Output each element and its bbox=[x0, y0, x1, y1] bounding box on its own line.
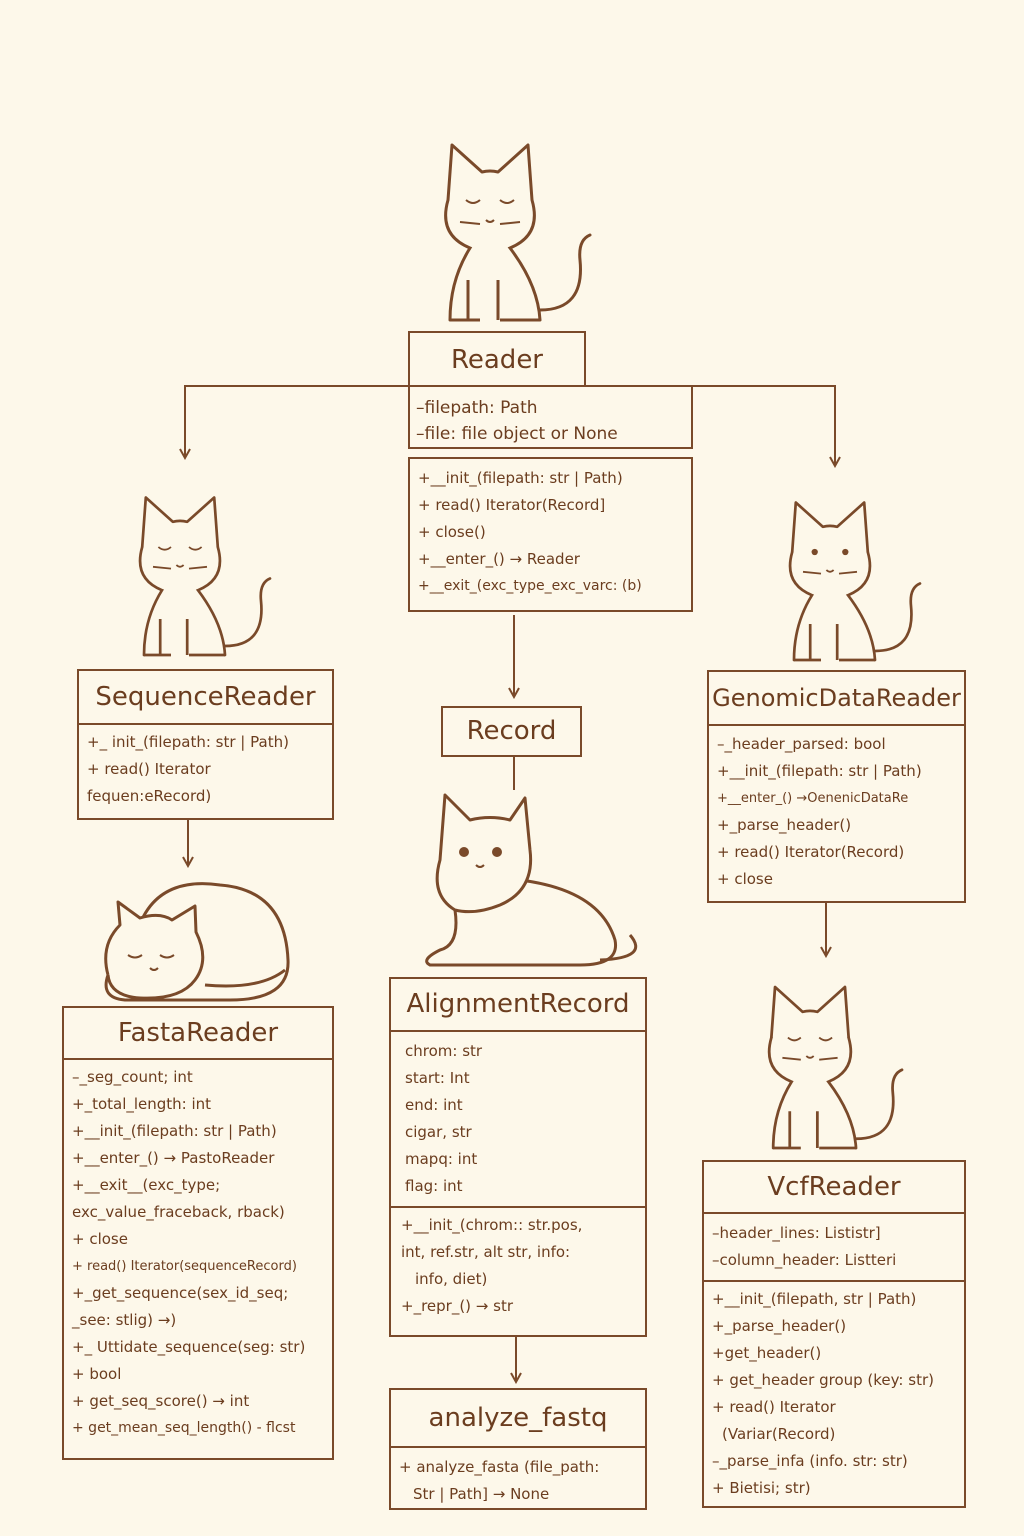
attribute-row: mapq: int bbox=[405, 1150, 478, 1168]
method-row: exc_value_fraceback, rback) bbox=[72, 1203, 285, 1221]
attribute-row: –column_header: Listteri bbox=[712, 1251, 897, 1269]
attribute-row: –file: file object or None bbox=[416, 424, 618, 444]
attribute-row: +_total_length: int bbox=[72, 1095, 212, 1113]
class-members-fastareader: –_seg_count; int +_total_length: int +__… bbox=[64, 1060, 332, 1446]
method-row: +__init_(filepath, str | Path) bbox=[712, 1290, 917, 1308]
method-row: +_repr_() → str bbox=[401, 1297, 513, 1315]
method-row: +__enter_() → Reader bbox=[418, 550, 580, 568]
attribute-row: end: int bbox=[405, 1096, 463, 1114]
class-title-fastareader: FastaReader bbox=[64, 1008, 332, 1060]
method-row: +__exit__(exc_type; bbox=[72, 1176, 221, 1194]
method-row: + get_header group (key: str) bbox=[712, 1371, 934, 1389]
method-row: +__init_(filepath: str | Path) bbox=[418, 469, 623, 487]
method-row: + analyze_fasta (file_path: bbox=[399, 1458, 600, 1476]
class-methods-reader: +__init_(filepath: str | Path) + read() … bbox=[408, 457, 693, 612]
class-attributes-alignmentrecord: chrom: str start: Int end: int cigar, st… bbox=[391, 1032, 645, 1208]
class-title-genomicdatareader: GenomicDataReader bbox=[709, 672, 964, 726]
class-methods-vcfreader: +__init_(filepath, str | Path) +_parse_h… bbox=[704, 1282, 964, 1506]
method-row: fequen:eRecord) bbox=[87, 787, 212, 805]
class-box-fastareader: FastaReader –_seg_count; int +_total_len… bbox=[62, 1006, 334, 1460]
method-row: + read() Iterator bbox=[712, 1398, 836, 1416]
cat-illustration-alignmentrecord bbox=[425, 793, 638, 967]
method-row: –_parse_infa (info. str: str) bbox=[712, 1452, 908, 1470]
class-title-reader: Reader bbox=[408, 331, 586, 385]
attribute-row: flag: int bbox=[405, 1177, 463, 1195]
class-title-alignmentrecord: AlignmentRecord bbox=[391, 979, 645, 1032]
method-row: –_header_parsed: bool bbox=[717, 735, 886, 753]
method-row: +__init_(filepath: str | Path) bbox=[72, 1122, 277, 1140]
class-attributes-reader: –filepath: Path –file: file object or No… bbox=[408, 385, 693, 449]
class-methods-alignmentrecord: +__init_(chrom:: str.pos, int, ref.str, … bbox=[391, 1208, 645, 1324]
method-row: info, diet) bbox=[415, 1270, 488, 1288]
attribute-row: start: Int bbox=[405, 1069, 470, 1087]
class-title-analyzefastq: analyze_fastq bbox=[391, 1390, 645, 1448]
method-row: + close() bbox=[418, 523, 486, 541]
attribute-row: –filepath: Path bbox=[416, 398, 538, 418]
cat-illustration-fastareader bbox=[104, 882, 290, 1002]
attribute-row: –header_lines: Lististr] bbox=[712, 1224, 881, 1242]
method-row: _see: stlig) →) bbox=[72, 1311, 177, 1329]
class-methods-sequencereader: +_ init_(filepath: str | Path) + read() … bbox=[79, 725, 332, 814]
class-box-analyzefastq: analyze_fastq + analyze_fasta (file_path… bbox=[389, 1388, 647, 1510]
method-row: +__enter_() →OenenicDataRe bbox=[717, 791, 909, 806]
method-row: (Variar(Record) bbox=[722, 1425, 836, 1443]
method-row: +__enter_() → PastoReader bbox=[72, 1149, 275, 1167]
method-row: int, ref.str, alt str, info: bbox=[401, 1243, 571, 1261]
method-row: +_parse_header() bbox=[712, 1317, 847, 1335]
edge-reader-to-sequencereader bbox=[185, 385, 408, 458]
method-row: +_ Uttidate_sequence(seg: str) bbox=[72, 1338, 306, 1356]
method-row: Str | Path] → None bbox=[413, 1485, 550, 1503]
class-methods-genomicdatareader: –_header_parsed: bool +__init_(filepath:… bbox=[709, 726, 964, 898]
method-row: + read() Iterator bbox=[87, 760, 211, 778]
method-row: + read() Iterator(Record] bbox=[418, 496, 606, 514]
class-methods-analyzefastq: + analyze_fasta (file_path: Str | Path] … bbox=[391, 1448, 645, 1514]
attribute-row: –_seg_count; int bbox=[72, 1068, 193, 1086]
attribute-row: chrom: str bbox=[405, 1042, 483, 1060]
method-row: + read() Iterator(sequenceRecord) bbox=[72, 1259, 297, 1274]
class-box-reader: Reader –filepath: Path –file: file objec… bbox=[406, 331, 693, 614]
method-row: + get_mean_seq_length() - flcst bbox=[72, 1420, 296, 1436]
method-row: + close bbox=[72, 1230, 128, 1248]
method-row: + Bietisi; str) bbox=[712, 1479, 811, 1497]
method-row: +__exit_(exc_type_exc_varc: (b) bbox=[418, 578, 642, 594]
method-row: + read() Iterator(Record) bbox=[717, 843, 905, 861]
method-row: +__init_(chrom:: str.pos, bbox=[401, 1216, 583, 1234]
method-row: +get_header() bbox=[712, 1344, 822, 1362]
cat-illustration-vcfreader bbox=[767, 985, 904, 1150]
class-attributes-vcfreader: –header_lines: Lististr] –column_header:… bbox=[704, 1214, 964, 1282]
class-box-alignmentrecord: AlignmentRecord chrom: str start: Int en… bbox=[389, 977, 647, 1337]
cat-illustration-genomicdatareader bbox=[788, 501, 922, 662]
class-box-vcfreader: VcfReader –header_lines: Lististr] –colu… bbox=[702, 1160, 966, 1508]
class-box-sequencereader: SequenceReader +_ init_(filepath: str | … bbox=[77, 669, 334, 820]
method-row: + close bbox=[717, 870, 773, 888]
class-box-genomicdatareader: GenomicDataReader –_header_parsed: bool … bbox=[707, 670, 966, 903]
cat-illustration-reader bbox=[444, 143, 592, 322]
method-row: +_parse_header() bbox=[717, 816, 852, 834]
class-title-record: Record bbox=[466, 716, 557, 746]
class-box-record: Record bbox=[441, 706, 582, 757]
method-row: + bool bbox=[72, 1365, 122, 1383]
method-row: +_get_sequence(sex_id_seq; bbox=[72, 1284, 289, 1302]
method-row: + get_seq_score() → int bbox=[72, 1392, 250, 1410]
method-row: +__init_(filepath: str | Path) bbox=[717, 762, 922, 780]
class-title-sequencereader: SequenceReader bbox=[79, 671, 332, 725]
method-row: +_ init_(filepath: str | Path) bbox=[87, 733, 289, 751]
attribute-row: cigar, str bbox=[405, 1123, 472, 1141]
class-title-vcfreader: VcfReader bbox=[704, 1162, 964, 1214]
cat-illustration-sequencereader bbox=[138, 496, 272, 657]
